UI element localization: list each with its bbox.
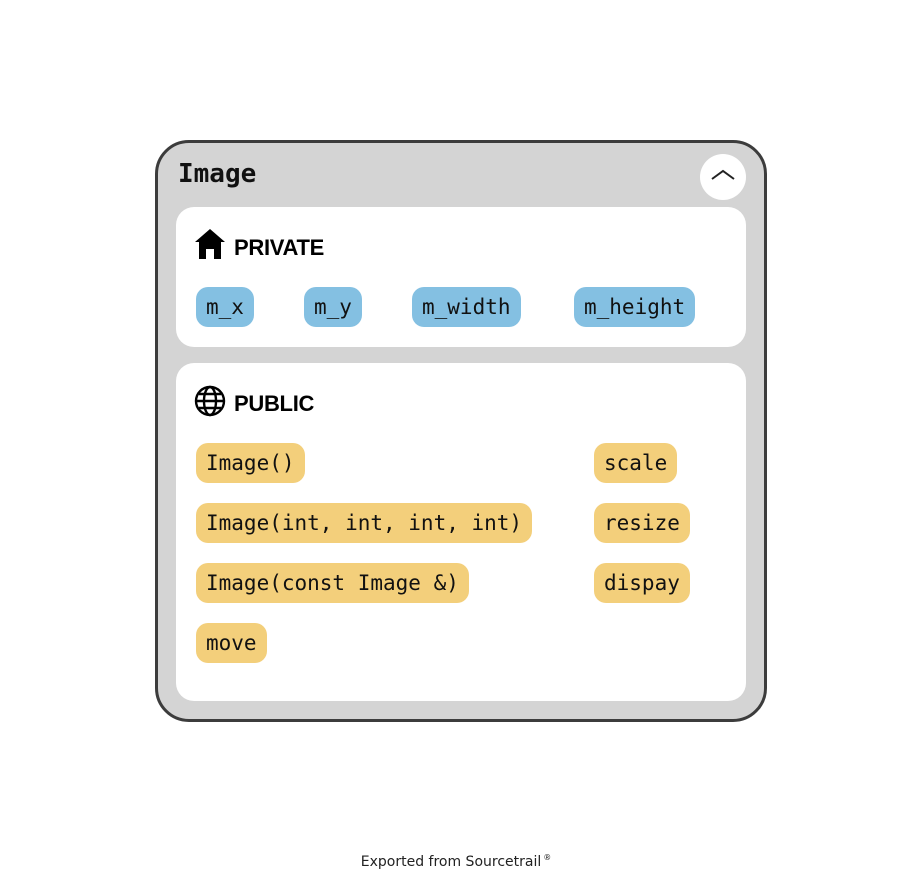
private-section-label: PRIVATE xyxy=(234,235,324,260)
field-m-y[interactable]: m_y xyxy=(304,287,362,327)
public-section: PUBLIC Image() Image(int, int, int, int)… xyxy=(176,363,746,701)
method-image-copy-ctor[interactable]: Image(const Image &) xyxy=(196,563,469,603)
footer-text: Exported from Sourcetrail xyxy=(360,854,542,870)
class-node-image[interactable]: Image PRIVATE m_x m_y m_width m_height xyxy=(155,140,767,722)
method-dispay[interactable]: dispay xyxy=(594,563,690,603)
registered-mark: ® xyxy=(543,853,552,862)
method-image-int-ctor[interactable]: Image(int, int, int, int) xyxy=(196,503,533,543)
private-section: PRIVATE m_x m_y m_width m_height xyxy=(176,207,746,347)
export-footer: Exported from Sourcetrail® xyxy=(0,853,912,870)
house-icon xyxy=(195,229,225,259)
field-m-x[interactable]: m_x xyxy=(196,287,254,327)
chevron-up-icon xyxy=(711,169,735,180)
method-move[interactable]: move xyxy=(196,623,267,663)
field-m-height[interactable]: m_height xyxy=(574,287,696,327)
method-scale[interactable]: scale xyxy=(594,443,678,483)
method-image-default-ctor[interactable]: Image() xyxy=(196,443,305,483)
node-title: Image xyxy=(178,159,257,189)
method-resize[interactable]: resize xyxy=(594,503,690,543)
collapse-button[interactable] xyxy=(700,154,746,200)
globe-icon xyxy=(194,385,226,417)
field-m-width[interactable]: m_width xyxy=(412,287,521,327)
public-section-label: PUBLIC xyxy=(234,391,315,416)
